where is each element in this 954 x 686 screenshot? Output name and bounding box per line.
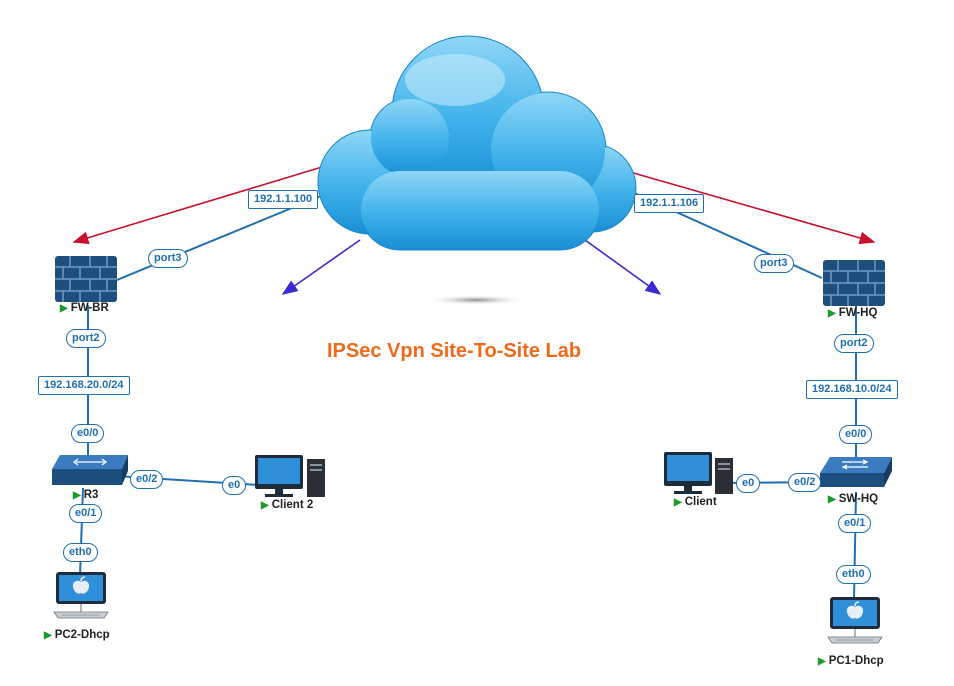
play-icon: ▶ [261,500,269,511]
port-label-client-e0: e0 [736,474,761,493]
play-icon: ▶ [44,630,52,641]
port-label-fwhq-port2: port2 [834,334,874,353]
port-label-sw-e02: e0/2 [788,473,822,492]
port-label-fwbr-port3: port3 [148,249,188,268]
link-cloud-fwbr [111,181,356,283]
lan-arrow-right [584,239,662,295]
port-label-pc1-eth0: eth0 [836,565,871,584]
port-label-r3-e01: e0/1 [69,504,103,523]
play-icon: ▶ [73,490,81,501]
port-label-r3-e02: e0/2 [130,470,164,489]
node-label-fw-br[interactable]: ▶FW-BR [60,302,109,314]
router-icon[interactable] [52,455,128,485]
apple-laptop-icon[interactable] [53,572,109,619]
apple-laptop-icon[interactable] [827,597,883,644]
port-label-fwhq-port3: port3 [754,254,794,273]
subnet-br: 192.168.20.0/24 [38,376,130,395]
node-label-pc1[interactable]: ▶PC1-Dhcp [818,655,884,667]
port-label-r3-e00: e0/0 [71,424,105,443]
node-label-sw-hq[interactable]: ▶SW-HQ [828,493,879,505]
subnet-hq: 192.168.10.0/24 [806,380,898,399]
firewall-icon[interactable] [55,256,117,302]
play-icon: ▶ [828,308,836,319]
diagram-title: IPSec Vpn Site-To-Site Lab [327,340,582,362]
wan-ip-br: 192.1.1.100 [248,190,319,209]
port-label-fwbr-port2: port2 [66,329,106,348]
node-label-client[interactable]: ▶Client [674,496,717,508]
cloud-icon[interactable] [317,35,637,305]
play-icon: ▶ [818,656,826,667]
node-label-r3[interactable]: ▶R3 [73,489,99,501]
firewall-icon[interactable] [823,260,885,306]
desktop-pc-icon[interactable] [255,455,325,497]
play-icon: ▶ [674,497,682,508]
node-label-pc2[interactable]: ▶PC2-Dhcp [44,629,110,641]
play-icon: ▶ [828,494,836,505]
port-label-client2-e0: e0 [222,476,247,495]
desktop-pc-icon[interactable] [664,452,733,494]
wan-arrow-hq [629,171,876,245]
port-label-sw-e00: e0/0 [839,425,873,444]
switch-icon[interactable] [820,457,892,487]
node-label-fw-hq[interactable]: ▶FW-HQ [828,307,878,319]
link-r3-pc2 [79,487,84,577]
play-icon: ▶ [60,303,68,314]
port-label-pc2-eth0: eth0 [63,543,98,562]
port-label-sw-e01: e0/1 [838,514,872,533]
node-label-client2[interactable]: ▶Client 2 [261,499,314,511]
wan-ip-hq: 192.1.1.106 [634,194,705,213]
lan-arrow-left [281,239,361,295]
wan-arrow-br [72,166,323,244]
